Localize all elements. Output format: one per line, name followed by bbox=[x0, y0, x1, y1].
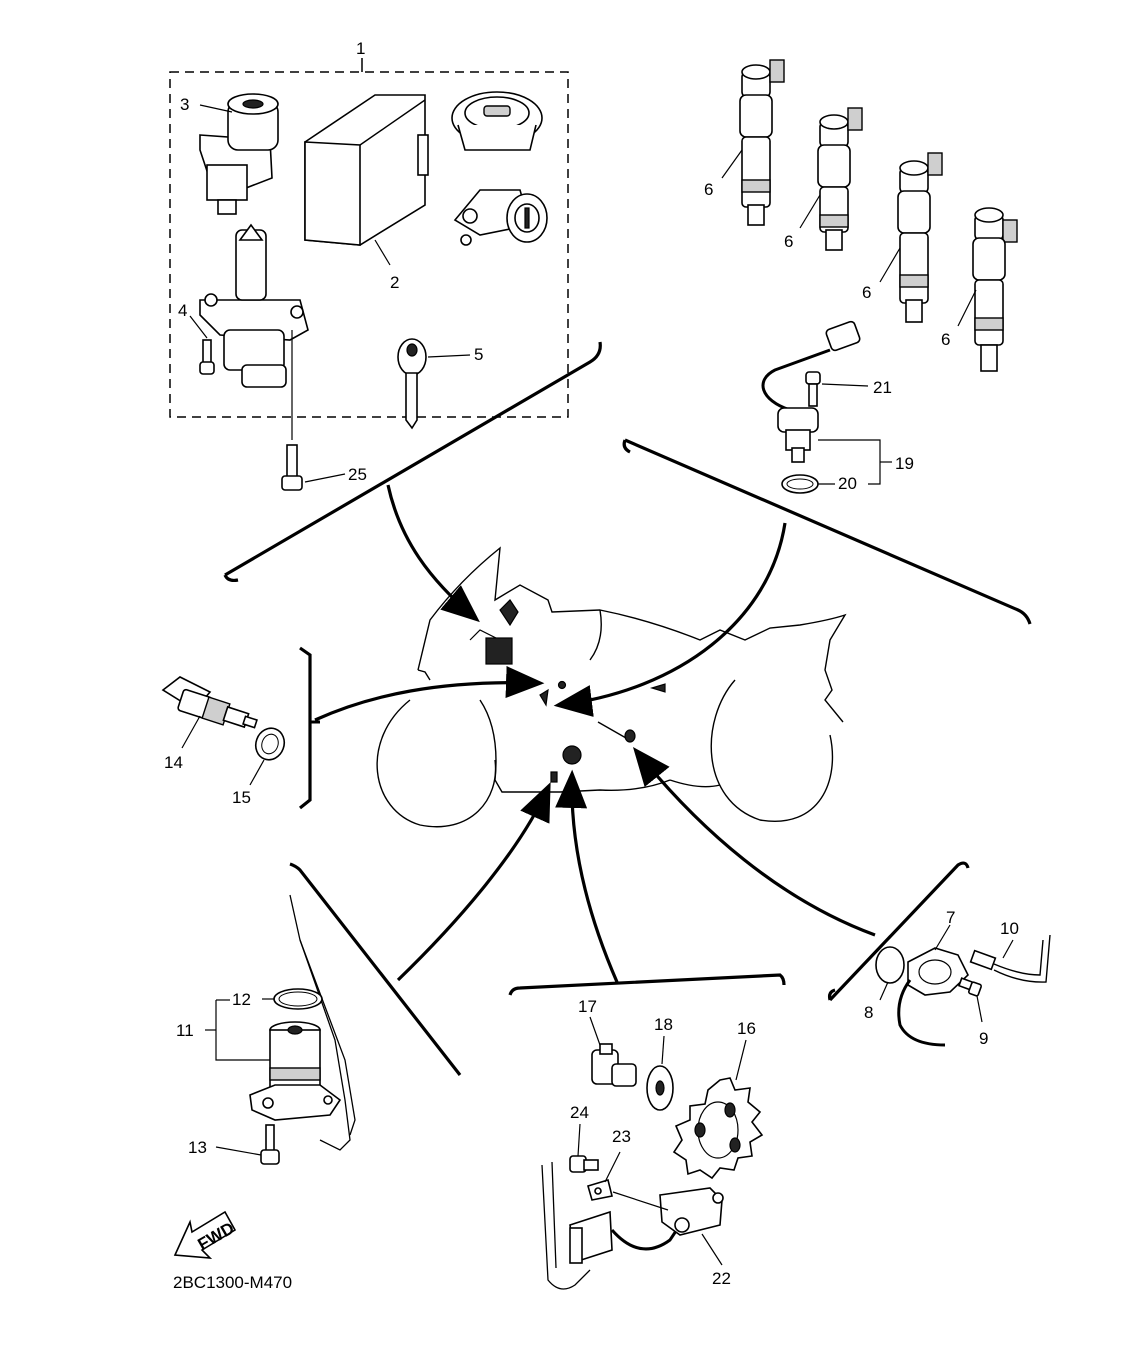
lock-set-group bbox=[169, 58, 569, 491]
label-part-13: 13 bbox=[188, 1138, 207, 1157]
ecu-part[interactable] bbox=[304, 94, 429, 246]
neutral-switch-7-part[interactable] bbox=[897, 924, 969, 1047]
bolt-17-part[interactable] bbox=[589, 1016, 637, 1087]
label-part-18: 18 bbox=[654, 1015, 673, 1034]
lead-10-part[interactable] bbox=[969, 934, 1051, 983]
callout-brackets bbox=[223, 341, 1032, 1076]
washer-15-part[interactable] bbox=[249, 724, 289, 786]
label-part-17: 17 bbox=[578, 997, 597, 1016]
label-part-19: 19 bbox=[895, 454, 914, 473]
label-part-2: 2 bbox=[390, 273, 399, 292]
label-part-8: 8 bbox=[864, 1003, 873, 1022]
label-part-21: 21 bbox=[873, 378, 892, 397]
label-part-6c: 6 bbox=[862, 283, 871, 302]
ignition-coil-3[interactable] bbox=[897, 152, 943, 323]
ignition-coil-2[interactable] bbox=[817, 107, 863, 251]
sensor-19-part[interactable] bbox=[761, 320, 861, 463]
label-part-12: 12 bbox=[232, 990, 251, 1009]
label-part-5: 5 bbox=[474, 345, 483, 364]
switch-11-part[interactable] bbox=[249, 1021, 342, 1121]
ignition-switch-part[interactable] bbox=[199, 93, 279, 215]
label-part-22: 22 bbox=[712, 1269, 731, 1288]
sensor-7-group bbox=[875, 924, 1051, 1047]
sensor-11-group bbox=[205, 894, 356, 1165]
o-ring-20-part[interactable] bbox=[781, 474, 835, 494]
sensor-14-group bbox=[161, 676, 289, 786]
location-arrows bbox=[314, 484, 876, 983]
label-part-10: 10 bbox=[1000, 919, 1019, 938]
label-part-1: 1 bbox=[356, 39, 365, 58]
ignition-coil-1[interactable] bbox=[739, 59, 785, 226]
washer-18-part[interactable] bbox=[646, 1035, 674, 1111]
bolt-24-part[interactable] bbox=[569, 1123, 599, 1173]
o-ring-12-part[interactable] bbox=[273, 988, 323, 1010]
sprocket-16-part[interactable] bbox=[672, 1039, 764, 1180]
label-part-20: 20 bbox=[838, 474, 857, 493]
cover-8-part[interactable] bbox=[875, 946, 905, 1001]
label-part-11: 11 bbox=[176, 1021, 194, 1040]
clamp-23-part[interactable] bbox=[587, 1151, 621, 1201]
seat-lock-part[interactable] bbox=[453, 189, 548, 246]
label-part-25: 25 bbox=[348, 465, 367, 484]
key-part[interactable] bbox=[397, 338, 471, 430]
label-part-9: 9 bbox=[979, 1029, 988, 1048]
motorcycle-silhouette bbox=[376, 546, 847, 828]
label-part-6d: 6 bbox=[941, 330, 950, 349]
screw-9-part[interactable] bbox=[957, 977, 983, 1023]
fuel-cap-part[interactable] bbox=[451, 91, 543, 151]
bolt-13-part[interactable] bbox=[215, 1124, 280, 1165]
lock-set-dashed-box bbox=[169, 71, 569, 418]
bolt-21-part[interactable] bbox=[805, 371, 869, 407]
label-part-3: 3 bbox=[180, 95, 189, 114]
fwd-arrow-icon: FWD bbox=[173, 1210, 237, 1259]
label-part-6a: 6 bbox=[704, 180, 713, 199]
speed-sensor-22-part[interactable] bbox=[541, 1161, 724, 1290]
label-part-6b: 6 bbox=[784, 232, 793, 251]
bolt-4-part[interactable] bbox=[189, 315, 215, 375]
label-part-4: 4 bbox=[178, 301, 187, 320]
diagram-code: 2BC1300-M470 bbox=[173, 1273, 292, 1292]
part-labels: 1 2 3 4 5 6 6 6 6 7 8 9 10 11 12 13 14 1… bbox=[164, 39, 1019, 1288]
ignition-coils-group bbox=[721, 59, 1018, 372]
main-switch-part[interactable] bbox=[199, 223, 309, 388]
bolt-25-part[interactable] bbox=[281, 330, 346, 491]
label-part-23: 23 bbox=[612, 1127, 631, 1146]
temp-sensor-14-part[interactable] bbox=[161, 676, 258, 749]
sensor-19-group bbox=[761, 320, 892, 494]
ignition-coil-4[interactable] bbox=[972, 207, 1018, 372]
ecu-location-marker bbox=[485, 637, 513, 665]
label-part-14: 14 bbox=[164, 753, 183, 772]
label-part-15: 15 bbox=[232, 788, 251, 807]
label-part-7: 7 bbox=[946, 908, 955, 927]
label-part-16: 16 bbox=[737, 1019, 756, 1038]
sprocket-group bbox=[541, 1016, 764, 1290]
label-part-24: 24 bbox=[570, 1103, 589, 1122]
